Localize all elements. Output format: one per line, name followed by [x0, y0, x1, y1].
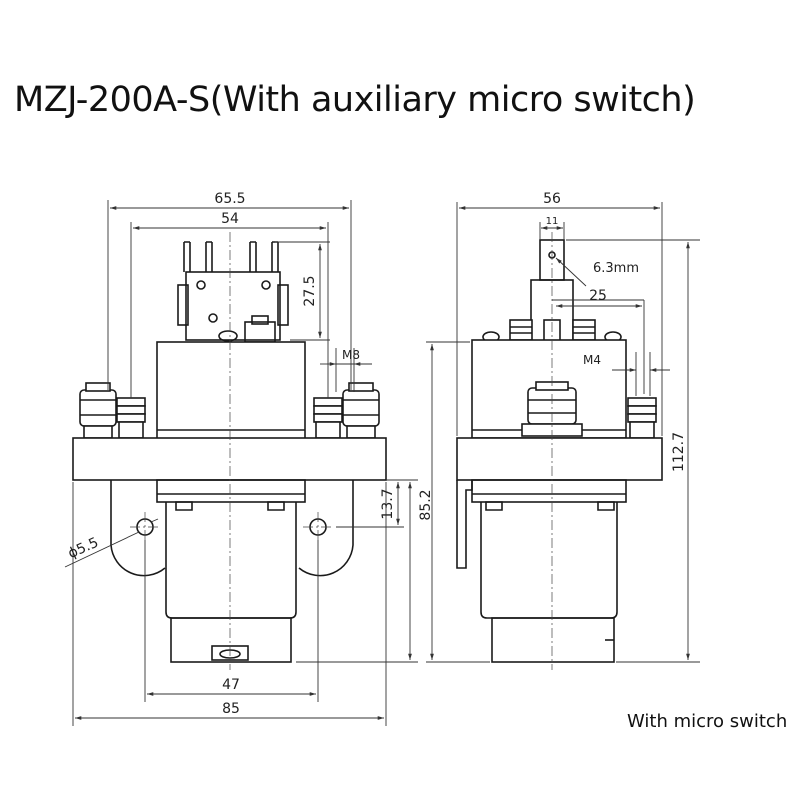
dim-inner-top-label: 54 [221, 211, 239, 227]
dim-base-width-label: 85 [222, 701, 240, 717]
base-plate [72, 437, 387, 481]
side-dimensions [426, 202, 700, 663]
side-bracket [456, 480, 473, 569]
side-coil-body [471, 479, 627, 663]
side-base-plate [456, 437, 663, 481]
dim-overall-top-label: 65.5 [214, 191, 245, 207]
center-nut [521, 381, 583, 437]
page-title: MZJ-200A-S(With auxiliary micro switch) [14, 80, 696, 120]
right-mounting-ear [298, 480, 354, 577]
contactor-cap [156, 341, 306, 441]
coil-body [156, 479, 306, 663]
dim-side-height-label: 112.7 [671, 432, 687, 472]
top-screws [482, 319, 622, 343]
micro-switch [177, 241, 289, 343]
dim-side-width-label: 56 [543, 191, 561, 207]
dim-tab-width-label: 11 [546, 216, 559, 227]
dim-bolt-label: M8 [342, 348, 360, 362]
left-main-terminal [79, 382, 146, 439]
side-view: 56 11 6.3mm 25 M4 112.7 [426, 191, 700, 670]
dim-small-bolt-label: M4 [583, 353, 601, 367]
side-small-terminal [627, 397, 657, 439]
left-mounting-ear [110, 480, 166, 577]
figure-caption: With micro switch [627, 711, 788, 732]
right-main-terminal [313, 382, 380, 439]
dim-tab-thickness-label: 6.3mm [593, 261, 639, 276]
dim-offset-label: 25 [589, 288, 607, 304]
dim-front-height-label: 85.2 [418, 489, 434, 520]
dim-body-width-label: 47 [222, 677, 240, 693]
front-view: 65.5 54 27.5 M8 13.7 85.2 ϕ5.5 47 85 [64, 191, 434, 726]
dim-switch-height-label: 27.5 [302, 275, 318, 306]
dim-flange-height-label: 13.7 [380, 488, 396, 519]
front-dimensions [64, 200, 418, 726]
